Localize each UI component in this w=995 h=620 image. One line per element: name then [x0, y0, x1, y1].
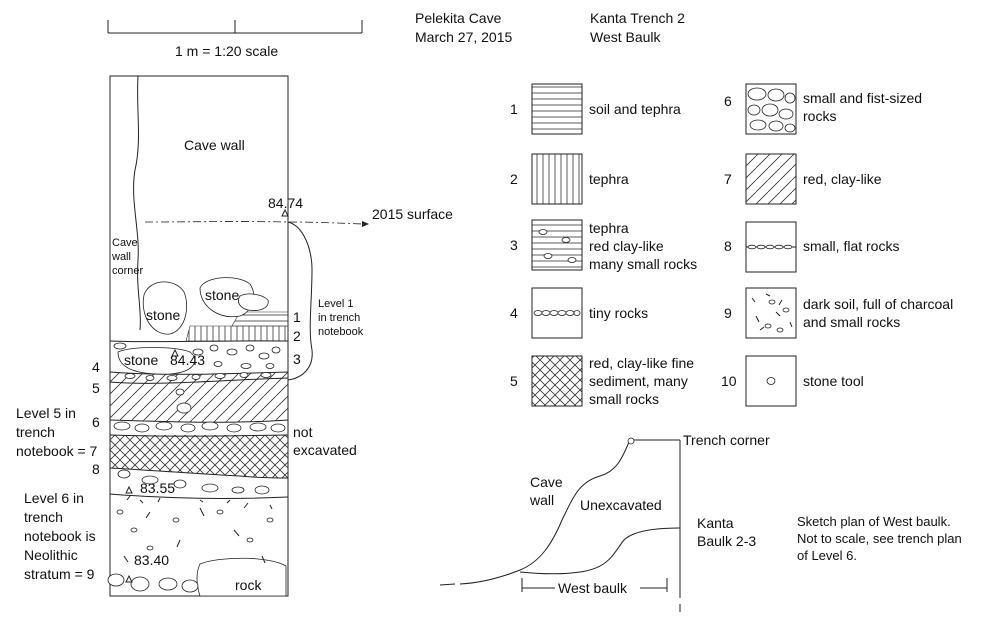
level6-note-3: notebook is: [24, 528, 96, 544]
elevation-marker: [171, 348, 179, 357]
stone-label-c: stone: [124, 352, 158, 368]
not-excavated-2: excavated: [293, 442, 357, 458]
level6-note-4: Neolithic: [24, 547, 78, 563]
legend-swatch-3: [531, 219, 583, 271]
section-drawing: [107, 75, 369, 597]
plan-cave-wall-1: Cave: [530, 474, 563, 490]
legend-label-3b: red clay-like: [589, 238, 664, 254]
legend-label-4: tiny rocks: [589, 305, 648, 321]
plan-note-1: Sketch plan of West baulk.: [797, 514, 951, 529]
legend-label-6a: small and fist-sized: [803, 90, 922, 106]
rocks-layer9: [107, 469, 274, 593]
level6-note-2: trench: [24, 509, 63, 525]
elevation-marker: [125, 574, 133, 583]
legend-num-2: 2: [510, 171, 518, 187]
level6-note-5: stratum = 9: [24, 566, 95, 582]
baulk-name: West Baulk: [590, 29, 662, 45]
legend-label-5a: red, clay-like fine: [589, 355, 694, 371]
elevation-top: 84.74: [268, 195, 303, 211]
plan-west-baulk: West baulk: [558, 580, 628, 596]
legend-swatch-7: [745, 153, 797, 205]
plan-note-3: of Level 6.: [797, 548, 857, 563]
plan-kanta-1: Kanta: [697, 515, 734, 531]
legend-label-5c: small rocks: [589, 391, 659, 407]
legend-label-9a: dark soil, full of charcoal: [803, 296, 953, 312]
legend-label-3a: tephra: [589, 220, 629, 236]
layer-num-3: 3: [293, 351, 301, 367]
layer-num-6: 6: [92, 414, 100, 430]
legend-num-5: 5: [510, 373, 518, 389]
level1-note-2: in trench: [318, 312, 360, 324]
legend-label-5b: sediment, many: [589, 373, 688, 389]
not-excavated-1: not: [293, 424, 313, 440]
stone-label-b: stone: [146, 307, 180, 323]
layer-num-5: 5: [92, 380, 100, 396]
legend-num-6: 6: [724, 93, 732, 109]
stone-label-a: stone: [205, 287, 239, 303]
surface-label: 2015 surface: [372, 206, 453, 222]
legend-num-8: 8: [724, 238, 732, 254]
layer-num-2: 2: [293, 328, 301, 344]
level5-note-1: Level 5 in: [16, 405, 76, 421]
legend-num-1: 1: [510, 101, 518, 117]
scale-label: 1 m = 1:20 scale: [175, 43, 278, 59]
level5-note-3: notebook = 7: [16, 443, 98, 459]
legend-num-4: 4: [510, 305, 518, 321]
legend-num-9: 9: [724, 305, 732, 321]
elevation-3: 83.55: [140, 480, 175, 496]
legend-swatch-4: [531, 287, 583, 339]
trench-corner-label: Trench corner: [683, 432, 770, 448]
rocks-layer6: [113, 388, 286, 433]
elevation-2: 84.43: [170, 352, 205, 368]
layer-num-4: 4: [92, 359, 100, 375]
legend: [531, 83, 797, 407]
plan-cave-wall-2: wall: [529, 492, 554, 508]
cave-wall-corner-3: corner: [112, 265, 144, 277]
rocks-layer3: [113, 342, 281, 381]
legend-num-7: 7: [724, 171, 732, 187]
legend-label-7: red, clay-like: [803, 171, 882, 187]
legend-swatch-1: [531, 83, 583, 135]
elevation-4: 83.40: [134, 552, 169, 568]
cave-wall-corner-2: wall: [111, 251, 131, 263]
plan-unexcavated: Unexcavated: [580, 497, 662, 513]
legend-num-10: 10: [721, 373, 737, 389]
legend-swatch-2: [531, 153, 583, 205]
legend-label-9b: and small rocks: [803, 314, 900, 330]
level1-note-3: notebook: [318, 326, 364, 338]
cave-wall-corner-1: Cave: [112, 237, 138, 249]
level5-note-2: trench: [16, 424, 55, 440]
legend-swatch-10: [745, 355, 797, 407]
survey-date: March 27, 2015: [415, 29, 512, 45]
level6-note-1: Level 6 in: [24, 490, 84, 506]
scale-bar: [107, 20, 363, 34]
legend-num-3: 3: [510, 237, 518, 253]
plan-note-2: Not to scale, see trench plan: [797, 531, 962, 546]
legend-label-10: stone tool: [803, 373, 864, 389]
legend-swatch-8: [745, 221, 797, 273]
level1-note-1: Level 1: [318, 298, 353, 310]
layer-num-8: 8: [92, 461, 100, 477]
elevation-marker: [281, 208, 289, 217]
legend-label-8: small, flat rocks: [803, 238, 899, 254]
legend-swatch-6: [745, 83, 797, 135]
legend-swatch-9: [745, 287, 797, 339]
legend-label-1: soil and tephra: [589, 101, 681, 117]
legend-label-2: tephra: [589, 171, 629, 187]
plan-sketch: [439, 437, 681, 612]
legend-label-3c: many small rocks: [589, 256, 697, 272]
legend-swatch-5: [531, 355, 583, 407]
rock-label: rock: [235, 577, 262, 593]
elevation-marker: [125, 485, 133, 494]
site-name: Pelekita Cave: [415, 10, 502, 26]
legend-label-6b: rocks: [803, 108, 836, 124]
cave-wall-label: Cave wall: [184, 137, 245, 153]
trench-name: Kanta Trench 2: [590, 10, 685, 26]
plan-kanta-2: Baulk 2-3: [697, 533, 756, 549]
layer-num-1: 1: [293, 309, 301, 325]
